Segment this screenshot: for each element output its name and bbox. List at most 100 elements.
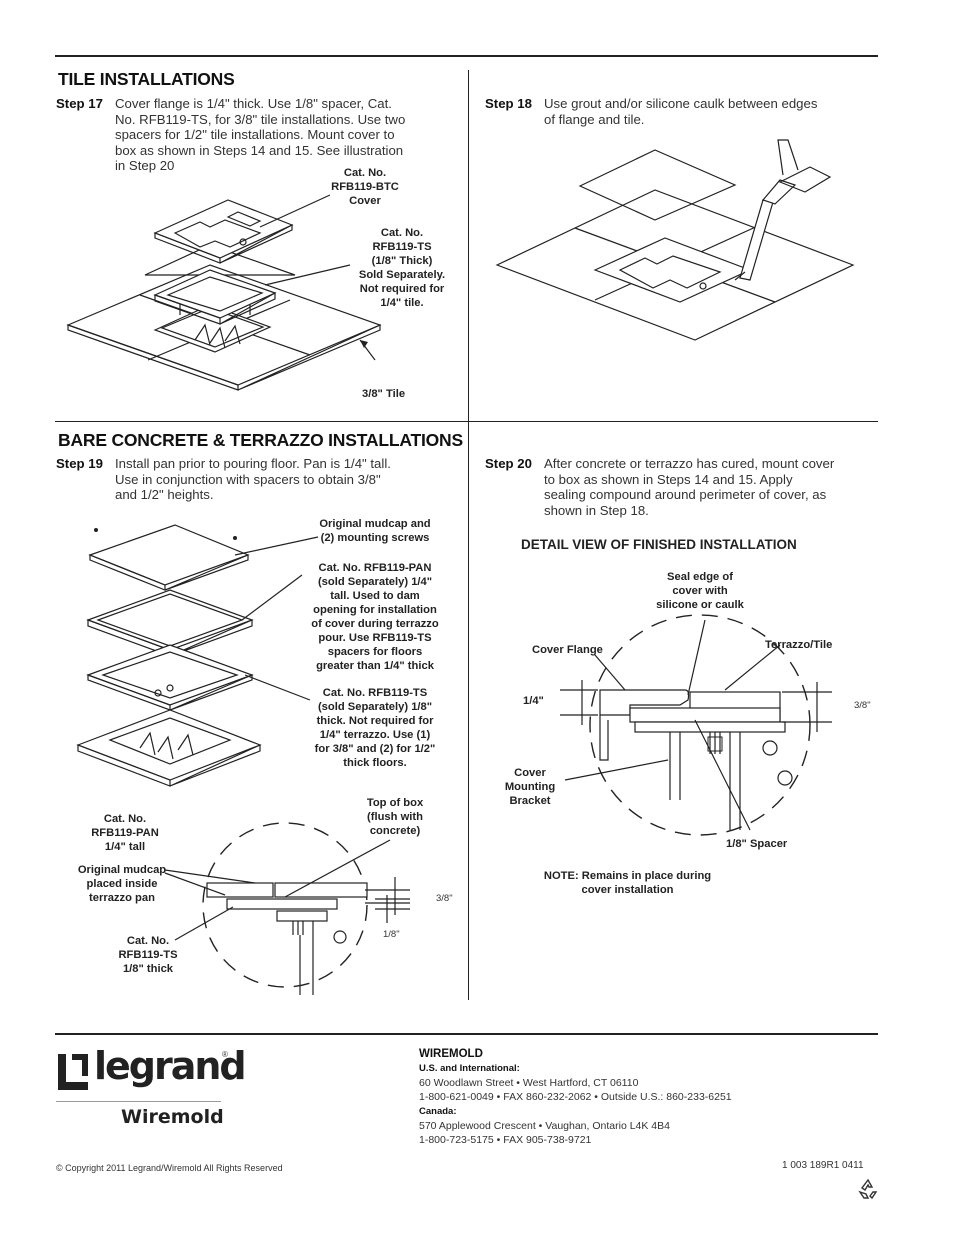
- callout-line: spacers for floors: [327, 646, 423, 658]
- us-phone: 1-800-621-0049 • FAX 860-232-2062 • Outs…: [419, 1091, 732, 1103]
- callout-line: of cover during terrazzo: [311, 618, 439, 630]
- step-17-line: spacers for 1/2" tile installations. Mou…: [115, 127, 395, 143]
- callout-line: Seal edge of: [667, 571, 733, 583]
- tile-exploded-illustration: [66, 194, 382, 391]
- dim-1-4: 1/4": [523, 695, 544, 707]
- callout-mounting-bracket: Cover Mounting Bracket: [495, 766, 565, 808]
- terrazzo-section-detail: [164, 822, 410, 995]
- callout-spacer: Cat. No. RFB119-TS (1/8" Thick) Sold Sep…: [337, 226, 467, 310]
- recycle-icon: [858, 1178, 878, 1200]
- callout-line: 1/4" tile.: [380, 297, 424, 309]
- callout-line: (sold Separately) 1/4": [317, 576, 433, 588]
- callout-line: greater than 1/4" thick: [316, 660, 434, 672]
- step-20-line: to box as shown in Steps 14 and 15. Appl…: [544, 471, 793, 487]
- detail-note: NOTE: Remains in place during cover inst…: [520, 869, 735, 897]
- callout-line: 1/8" thick: [122, 963, 174, 975]
- callout-seal-edge: Seal edge of cover with silicone or caul…: [640, 570, 760, 612]
- step-17-line: box as shown in Steps 14 and 15. See ill…: [115, 142, 404, 158]
- callout-line: Cover: [349, 195, 381, 207]
- callout-line: RFB119-BTC: [331, 181, 399, 193]
- callout-line: RFB119-PAN: [91, 827, 159, 839]
- callout-line: cover with: [672, 585, 728, 597]
- callout-line: tall. Used to dam: [330, 590, 420, 602]
- step-18-line: Use grout and/or silicone caulk between …: [544, 96, 818, 111]
- legrand-logo: legrand ®: [56, 1044, 247, 1095]
- step-19-number: Step 19: [56, 456, 103, 471]
- company-info: WIREMOLD U.S. and International: 60 Wood…: [419, 1047, 839, 1147]
- logo-underline: [56, 1101, 221, 1102]
- step-17-line: No. RFB119-TS, for 3/8" tile installatio…: [115, 111, 406, 127]
- callout-line: Cover: [514, 767, 546, 779]
- callout-line: Cat. No. RFB119-TS: [322, 687, 428, 699]
- callout-line: Sold Separately.: [358, 269, 446, 281]
- callout-line: Cat. No. RFB119-PAN: [318, 562, 432, 574]
- callout-line: RFB119-TS: [118, 949, 178, 961]
- callout-line: thick. Not required for: [316, 715, 434, 727]
- callout-line: (2) mounting screws: [320, 532, 430, 544]
- step-17-number: Step 17: [56, 96, 103, 111]
- callout-cover: Cat. No. RFB119-BTC Cover: [300, 166, 430, 208]
- middle-rule-right: [469, 421, 878, 422]
- callout-line: (sold Separately) 1/8": [317, 701, 433, 713]
- dim-1-8-left: 1/8": [383, 929, 400, 940]
- tile-installations-heading: TILE INSTALLATIONS: [58, 69, 235, 89]
- document-number: 1 003 189R1 0411: [782, 1160, 864, 1171]
- grout-caulk-illustration: [495, 139, 855, 341]
- step-17-line: Cover flange is 1/4" thick. Use 1/8" spa…: [115, 96, 392, 111]
- callout-line: 1/4" terrazzo. Use (1): [319, 729, 431, 741]
- step-19-line: Use in conjunction with spacers to obtai…: [115, 471, 381, 487]
- detail-view-title: DETAIL VIEW OF FINISHED INSTALLATION: [521, 537, 797, 552]
- callout-terrazzo-tile: Terrazzo/Tile: [765, 639, 833, 651]
- callout-line: Bracket: [509, 795, 551, 807]
- callout-line: pour. Use RFB119-TS: [318, 632, 432, 644]
- dim-3-8-left: 3/8": [436, 893, 453, 904]
- canada-phone: 1-800-723-5175 • FAX 905-738-9721: [419, 1134, 592, 1146]
- callout-line: Cat. No.: [103, 813, 147, 825]
- canada-label: Canada:: [419, 1106, 457, 1117]
- callout-line: Original mudcap and: [319, 518, 431, 530]
- callout-line: RFB119-TS: [372, 241, 432, 253]
- copyright: © Copyright 2011 Legrand/Wiremold All Ri…: [56, 1163, 283, 1173]
- step-17: Step 17 Cover flange is 1/4" thick. Use …: [56, 96, 456, 176]
- callout-pan: Cat. No. RFB119-PAN (sold Separately) 1/…: [300, 561, 450, 673]
- callout-line: silicone or caulk: [656, 599, 744, 611]
- center-divider: [468, 70, 469, 1000]
- legrand-mark-icon: [58, 1054, 88, 1090]
- concrete-exploded-illustration: [76, 524, 319, 787]
- dim-3-8-right: 3/8": [854, 700, 871, 711]
- callout-line: Mounting: [504, 781, 556, 793]
- step-18: Step 18 Use grout and/or silicone caulk …: [485, 96, 875, 130]
- callout-line: Not required for: [359, 283, 445, 295]
- canada-address: 570 Applewood Crescent • Vaughan, Ontari…: [419, 1120, 670, 1132]
- callout-line: terrazzo pan: [89, 892, 155, 904]
- us-label: U.S. and International:: [419, 1063, 520, 1074]
- step-20-line: After concrete or terrazzo has cured, mo…: [544, 456, 835, 471]
- registered-mark: ®: [222, 1050, 228, 1059]
- legrand-wordmark: legrand: [94, 1044, 247, 1088]
- callout-top-of-box: Top of box (flush with concrete): [345, 796, 445, 838]
- step-18-line: of flange and tile.: [544, 111, 645, 127]
- callout-line: cover installation: [581, 884, 674, 896]
- callout-line: for 3/8" and (2) for 1/2": [314, 743, 436, 755]
- step-17-line: in Step 20: [115, 158, 175, 174]
- callout-line: concrete): [369, 825, 421, 837]
- step-19-line: Install pan prior to pouring floor. Pan …: [115, 456, 391, 471]
- callout-line: Original mudcap: [77, 864, 167, 876]
- callout-line: 1/4" tall: [104, 841, 146, 853]
- callout-line: Cat. No.: [343, 167, 387, 179]
- callout-pan-small: Cat. No. RFB119-PAN 1/4" tall: [70, 812, 180, 854]
- callout-line: opening for installation: [313, 604, 437, 616]
- step-20-number: Step 20: [485, 456, 532, 471]
- wiremold-wordmark: Wiremold: [121, 1106, 224, 1128]
- callout-line: Cat. No.: [380, 227, 424, 239]
- us-address: 60 Woodlawn Street • West Hartford, CT 0…: [419, 1077, 639, 1089]
- middle-rule-left: [55, 421, 468, 422]
- finished-installation-detail: [560, 614, 832, 836]
- callout-cover-flange: Cover Flange: [532, 644, 603, 656]
- callout-ts-spacer: Cat. No. RFB119-TS (sold Separately) 1/8…: [300, 686, 450, 770]
- callout-line: Top of box: [366, 797, 424, 809]
- step-20-line: shown in Step 18.: [544, 502, 649, 518]
- top-rule: [55, 55, 878, 57]
- callout-line: NOTE: Remains in place during: [543, 870, 712, 882]
- callout-line: (1/8" Thick): [371, 255, 433, 267]
